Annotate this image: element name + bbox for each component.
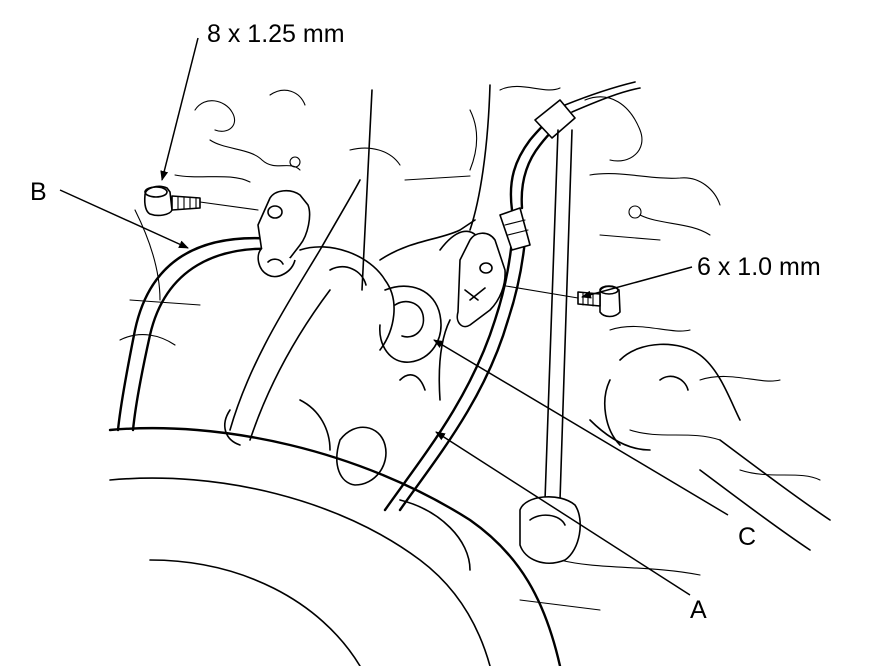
- background-engine: [119, 85, 821, 611]
- callout-leaders: [59, 37, 729, 596]
- suspension-arm: [589, 343, 831, 551]
- label-callout-b: B: [30, 178, 47, 206]
- stabilizer-link: [519, 129, 581, 564]
- label-bolt-small: 6 x 1.0 mm: [697, 253, 821, 281]
- sensor-wire-b: [116, 236, 292, 432]
- brake-rotor: [108, 426, 562, 666]
- bolt-small: [499, 284, 621, 318]
- sensor-wire-a: [383, 81, 641, 512]
- steering-knuckle: [224, 84, 491, 486]
- label-callout-c: C: [738, 523, 756, 551]
- label-bolt-large: 8 x 1.25 mm: [207, 20, 345, 48]
- wire-clip-c: [456, 232, 506, 328]
- bolt-large: [143, 185, 259, 217]
- label-callout-a: A: [690, 596, 707, 624]
- sensor-bracket: [257, 189, 311, 278]
